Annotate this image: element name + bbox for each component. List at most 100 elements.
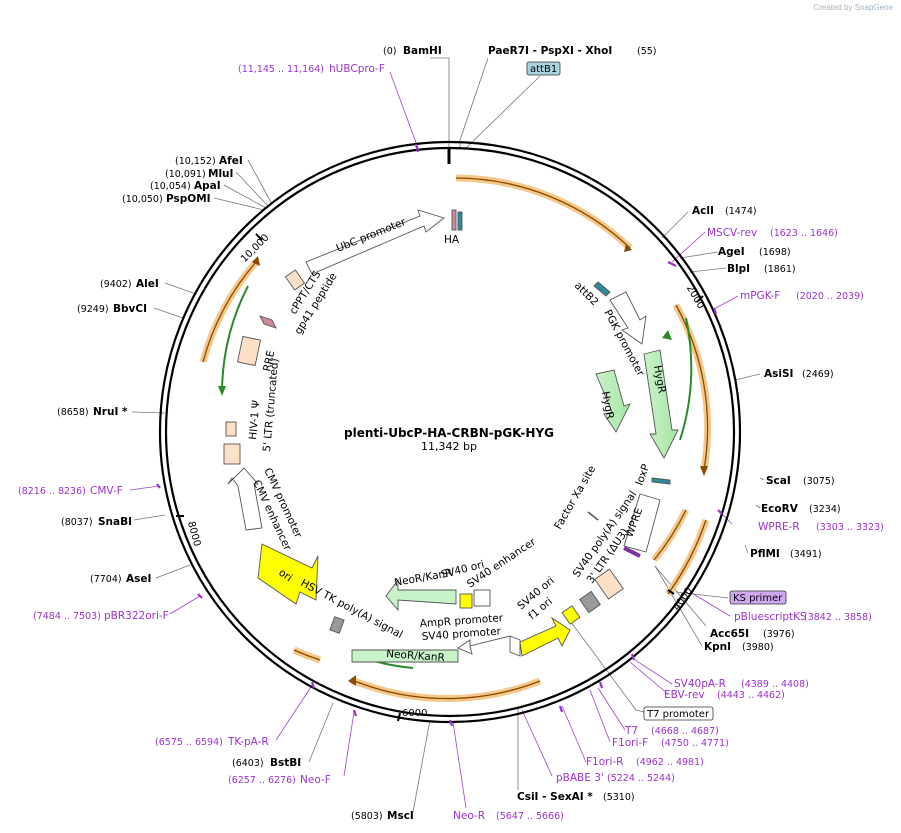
site-ecorv: EcoRV [761, 503, 799, 515]
site-pflmi-pos: (3491) [790, 549, 822, 560]
site-scai: ScaI [766, 475, 791, 487]
ltr5-box [223, 443, 241, 465]
tick-8000: 8000 [185, 520, 202, 547]
primer-neo-f: Neo-F [300, 774, 331, 786]
site-bstbi: BstBI [270, 757, 301, 769]
rre-box [236, 335, 262, 367]
site-asei-pos: (7704) [90, 574, 122, 585]
site-apai: ApaI [194, 180, 221, 192]
primer-ebv: EBV-rev [664, 689, 705, 701]
ubc-promoter-arrow [305, 209, 445, 275]
loxp-mark [651, 477, 671, 485]
attb1-mark [457, 211, 463, 231]
sv40pa-box [579, 590, 601, 614]
site-kpni: KpnI [704, 641, 731, 653]
site-acc65i-pos: (3976) [763, 629, 795, 640]
feat-hygr1: HygR [599, 390, 616, 420]
site-asisi-pos: (2469) [802, 369, 834, 380]
primer-t7-range: (4668 .. 4687) [651, 726, 719, 737]
primer-mpgk: mPGK-F [740, 290, 780, 302]
tick-6000: 6000 [402, 708, 427, 719]
site-bstbi-pos: (6403) [232, 758, 264, 769]
wpre-box [623, 493, 661, 553]
attb1-label: attB1 [530, 64, 557, 75]
feat-rre: RRE [261, 349, 277, 372]
t7-promoter-box-frame [643, 706, 714, 721]
primer-hubcpro: hUBCpro-F [329, 63, 385, 75]
primer-marks [156, 143, 723, 727]
hygr-arrow-1 [595, 369, 631, 433]
site-msci: MscI [387, 810, 414, 822]
primer-f1ori-f-range: (4750 .. 4771) [661, 738, 729, 749]
site-mlui-pos: (10,091) [165, 169, 206, 180]
site-acli: AclI [692, 205, 714, 217]
site-nrui: NruI * [93, 406, 128, 418]
site-msci-pos: (5803) [351, 811, 383, 822]
ltr3-box [594, 568, 624, 600]
site-pspomi: PspOMI [166, 193, 211, 205]
primer-neo-r-range: (5647 .. 5666) [496, 811, 564, 822]
site-afei: AfeI [219, 155, 243, 167]
site-kpni-pos: (3980) [742, 642, 774, 653]
site-bamhi: BamHI [403, 45, 442, 57]
primer-mscv: MSCV-rev [707, 227, 757, 239]
inner-features [223, 209, 679, 663]
site-asisi: AsiSI [764, 368, 793, 380]
primer-pbluescript-range: (3842 .. 3858) [804, 612, 872, 623]
primer-ebv-range: (4443 .. 4462) [717, 690, 785, 701]
neo-arrow-2 [351, 649, 459, 663]
primer-pbabe-range: (5224 .. 5244) [607, 773, 675, 784]
site-apai-pos: (10,054) [150, 181, 191, 192]
site-sexai-pos: (5310) [603, 792, 635, 803]
site-agei: AgeI [718, 246, 745, 258]
primer-hubcpro-range: (11,145 .. 11,164) [238, 64, 324, 75]
cmv-arrows [227, 467, 263, 531]
primer-pbr322: pBR322ori-F [104, 610, 169, 622]
site-snabi-pos: (8037) [61, 517, 93, 528]
primer-pbr322-range: (7484 .. 7503) [33, 611, 101, 622]
site-xhoi: PaeR7I - PspXI - XhoI [488, 45, 612, 57]
site-afei-pos: (10,152) [175, 156, 216, 167]
primer-pbabe: pBABE 3' [556, 772, 604, 784]
feat-ltr5: 5' LTR (truncated) [261, 358, 281, 452]
t7-promoter-label: T7 promoter [646, 709, 710, 720]
hsv-box [329, 616, 345, 634]
gp41-box [259, 315, 277, 329]
site-scai-pos: (3075) [803, 476, 835, 487]
site-pflmi: PflMI [750, 548, 780, 560]
feat-hygr2: HygR [651, 364, 668, 394]
cppt-box [284, 269, 306, 291]
ori-arrow [257, 543, 319, 605]
site-bbvci-pos: (9249) [77, 304, 109, 315]
site-mlui: MluI [208, 168, 233, 180]
feat-ampr: AmpR promoter [419, 612, 504, 630]
primer-tk-range: (6575 .. 6594) [155, 737, 223, 748]
site-sexai: CsiI - SexAI * [517, 791, 593, 803]
plasmid-length: 11,342 bp [421, 440, 477, 453]
feat-fxa: Factor Xa site [552, 464, 598, 532]
site-agei-pos: (1698) [759, 247, 791, 258]
wpre-primer-mark [623, 546, 641, 558]
primer-f1ori-r: F1ori-R [586, 756, 623, 768]
site-acli-pos: (1474) [725, 206, 757, 217]
primer-wpre: WPRE-R [758, 521, 800, 533]
psi-box [225, 421, 237, 437]
pgk-arrow [609, 291, 647, 345]
primer-lines [129, 71, 739, 809]
sv40enh-box [473, 589, 491, 607]
boxed-label-lines [463, 75, 729, 713]
sv40ori2-box [561, 605, 581, 625]
feat-psi: HIV-1 Ψ [247, 400, 262, 441]
restriction-sites: (0) BamHI PaeR7I - PspXI - XhoI (55) Acl… [57, 45, 841, 822]
primer-pbluescript: pBluescriptKS [734, 611, 807, 623]
site-bamhi-pos: (0) [383, 46, 396, 57]
site-alei-pos: (9402) [100, 279, 132, 290]
feat-hsv: HSV TK poly(A) signal [299, 577, 405, 641]
attb1-box-frame [526, 61, 561, 76]
site-blpi: BlpI [727, 263, 750, 275]
attb2-mark [593, 281, 611, 297]
sv40ori1-box [459, 593, 473, 609]
site-asei: AseI [126, 573, 151, 585]
primer-f1ori-r-range: (4962 .. 4981) [636, 757, 704, 768]
